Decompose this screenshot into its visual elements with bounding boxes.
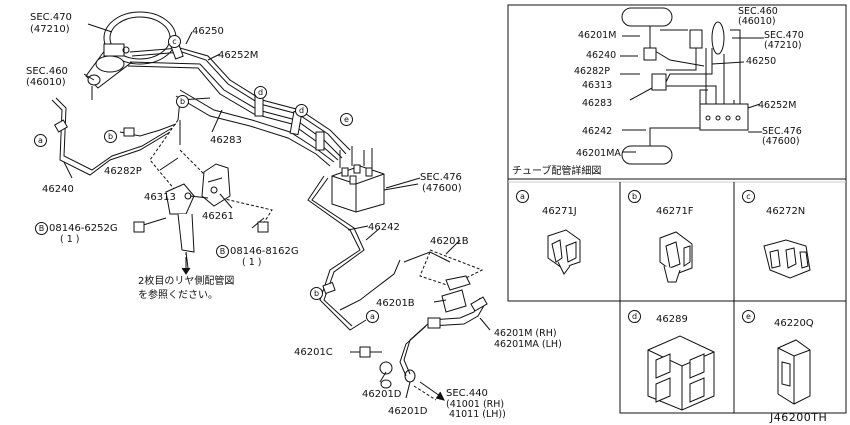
- label-sec440-lh: 41011 (LH)): [446, 409, 506, 420]
- label-sec440: SEC.440: [446, 388, 488, 399]
- inset-title: チューブ配管詳細図: [512, 166, 602, 177]
- bolt-marker-2: B: [216, 245, 229, 258]
- inset-label-sec460: SEC.460: [738, 6, 778, 17]
- inset-label-46282p: 46282P: [574, 66, 610, 77]
- note-line-2: を参照ください。: [138, 290, 218, 301]
- sec440-arrowhead: [435, 391, 445, 401]
- callout-d-1: d: [254, 86, 267, 99]
- valve-46313: [165, 163, 231, 275]
- brake-booster: [85, 11, 177, 89]
- callout-c: c: [168, 35, 181, 48]
- inset-label-46240: 46240: [586, 50, 617, 61]
- clip-c-letter: c: [742, 190, 755, 203]
- label-bolt-08146-6252g: 08146-6252G: [49, 223, 118, 234]
- clip-e-letter: e: [742, 310, 755, 323]
- label-46201d-a: 46201D: [362, 389, 402, 400]
- inset-label-sec470: SEC.470: [764, 30, 804, 41]
- label-sec470-code: (47210): [30, 24, 70, 35]
- clip-b-part: 46271F: [656, 206, 694, 217]
- label-sec460: SEC.460: [26, 66, 68, 77]
- clip-c-part: 46272N: [766, 206, 806, 217]
- bolt-marker-1: B: [35, 222, 48, 235]
- label-46201m-rh: 46201M (RH): [494, 328, 557, 339]
- label-46313: 46313: [144, 192, 176, 203]
- inset-label-46242: 46242: [582, 126, 613, 137]
- label-sec470: SEC.470: [30, 12, 72, 23]
- label-bolt-08146-8162g: 08146-8162G: [230, 246, 299, 257]
- clip-a-letter: a: [516, 190, 529, 203]
- bolts: [133, 217, 269, 233]
- callout-e: e: [340, 113, 353, 126]
- flexible-hose: [359, 251, 488, 389]
- bracket-46201b: [441, 275, 471, 313]
- clip-illustration-d: [647, 335, 715, 411]
- label-46283: 46283: [210, 135, 242, 146]
- inset-label-sec470-code: (47210): [764, 40, 802, 51]
- callout-b-mid: b: [104, 130, 117, 143]
- label-46201b-mid: 46201B: [376, 298, 415, 309]
- clip-illustration-c: [763, 239, 811, 279]
- label-46250: 46250: [192, 26, 224, 37]
- inset-label-sec476-code: (47600): [762, 136, 800, 147]
- inset-label-46313: 46313: [582, 80, 613, 91]
- inset-label-46201ma: 46201MA: [576, 148, 621, 159]
- clip-illustration-a: [547, 229, 581, 275]
- label-bolt2-qty: ( 1 ): [242, 257, 262, 268]
- label-46242: 46242: [368, 222, 400, 233]
- pipe-46242: [307, 175, 401, 331]
- diagram-code: J46200TH: [770, 411, 828, 424]
- inset-label-46283: 46283: [582, 98, 613, 109]
- label-sec460-code: (46010): [26, 77, 66, 88]
- clip-d-part: 46289: [656, 314, 688, 325]
- label-46201ma-lh: 46201MA (LH): [494, 339, 562, 350]
- clip-illustration-e: [777, 339, 811, 405]
- inset-label-46252m: 46252M: [758, 100, 797, 111]
- label-46201c: 46201C: [294, 347, 333, 358]
- label-bolt1-qty: ( 1 ): [60, 234, 80, 245]
- callout-a-bottom: a: [366, 310, 379, 323]
- sec440-arrow: [419, 381, 441, 397]
- label-46201d-b: 46201D: [388, 406, 428, 417]
- clip-illustration-b: [659, 231, 693, 283]
- label-sec440-rh: (41001 (RH): [446, 399, 505, 410]
- clip-b-letter: b: [628, 190, 641, 203]
- label-46201b-top: 46201B: [430, 236, 469, 247]
- callout-d-2: d: [295, 104, 308, 117]
- inset-schematic: [620, 7, 764, 165]
- label-46240: 46240: [42, 184, 74, 195]
- abs-actuator-unit: [331, 146, 419, 213]
- clip-panel-bottom: [619, 300, 847, 414]
- inset-label-sec460-code: (46010): [738, 16, 776, 27]
- callout-a-left: a: [34, 134, 47, 147]
- leader-lines: [63, 23, 491, 399]
- label-46282p: 46282P: [104, 166, 142, 177]
- guide-lines: [149, 119, 484, 401]
- inset-label-sec476: SEC.476: [762, 126, 802, 137]
- callout-b-bottom: b: [310, 287, 323, 300]
- label-46252m: 46252M: [218, 50, 259, 61]
- note-line-1: 2枚目のリヤ側配管図: [138, 276, 235, 287]
- label-46261: 46261: [202, 211, 234, 222]
- label-sec476: SEC.476: [420, 172, 462, 183]
- clips-on-line: [53, 42, 336, 295]
- inset-label-46201m: 46201M: [578, 30, 617, 41]
- callout-b-top: b: [176, 95, 189, 108]
- label-sec476-code: (47600): [422, 183, 462, 194]
- clip-d-letter: d: [628, 310, 641, 323]
- inset-label-46250: 46250: [746, 56, 777, 67]
- clip-e-part: 46220Q: [774, 318, 814, 329]
- clip-a-part: 46271J: [542, 206, 577, 217]
